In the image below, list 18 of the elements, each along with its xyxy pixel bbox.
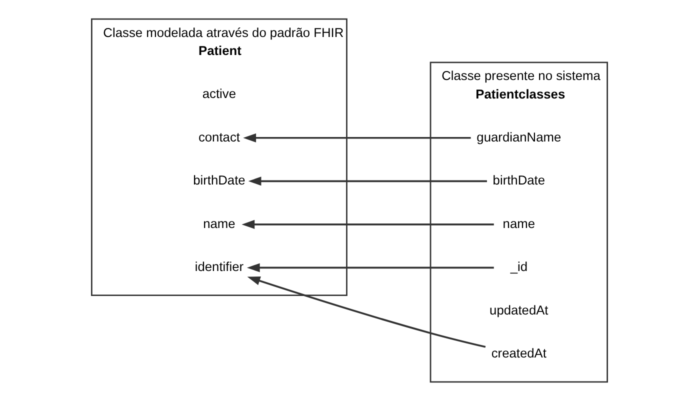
arrow: [246, 263, 494, 272]
node-text: name: [202, 216, 235, 231]
node-text: name: [502, 216, 535, 231]
node-label: Classe modelada através do padrão FHIR: [102, 24, 344, 40]
node-text: contact: [198, 129, 240, 144]
node-label: Classe presente no sistema: [441, 68, 600, 84]
arrow: [248, 176, 486, 186]
node-text: birthDate: [192, 172, 245, 188]
node-text: guardianName: [476, 129, 561, 144]
arrow: [242, 133, 470, 142]
node-text: birthDate: [492, 172, 545, 188]
node-text: identifier: [194, 259, 244, 274]
arrow: [241, 220, 494, 229]
arrow: [246, 276, 486, 348]
node-text: _id: [510, 259, 528, 274]
node-text: updatedAt: [489, 302, 548, 318]
node-text: active: [202, 86, 236, 102]
node-text: createdAt: [490, 346, 546, 361]
